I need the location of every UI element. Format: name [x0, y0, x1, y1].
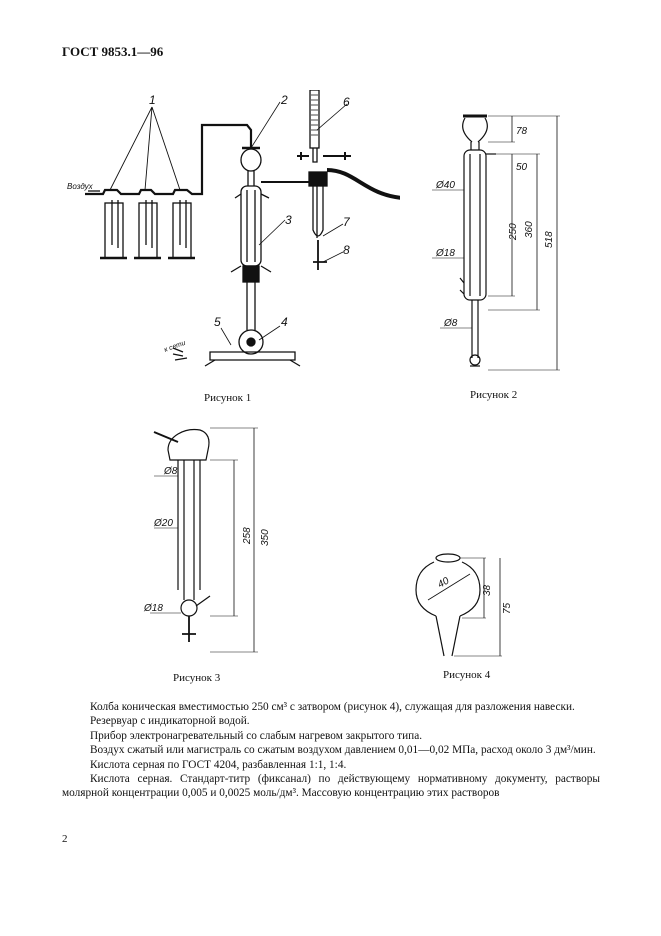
figure-2-dim-50: 50 [516, 162, 528, 173]
figure-3-dim-258: 258 [242, 527, 253, 545]
figure-2-dim-518: 518 [544, 231, 555, 248]
figure-2-dim-d18: Ø18 [435, 248, 455, 259]
figure-3-condenser: Ø8 Ø20 Ø18 258 350 [143, 427, 271, 653]
figure-1-label-6: 6 [343, 95, 350, 109]
page-number: 2 [62, 833, 68, 845]
figure-4-flask: 40 38 75 [415, 553, 513, 657]
figure-2-dim-d8: Ø8 [443, 318, 458, 329]
figure-4-dim-38: 38 [482, 584, 493, 596]
figure-1-label-7: 7 [343, 215, 351, 229]
body-text: Колба коническая вместимостью 250 см³ с … [62, 700, 600, 801]
figure-3-dim-d20: Ø20 [153, 518, 173, 529]
figure-4-dim-40: 40 [436, 575, 452, 590]
figure-1-apparatus: 1 2 3 4 5 6 7 8 Воздух к сети [67, 90, 400, 367]
paragraph: Кислота серная по ГОСТ 4204, разбавленна… [90, 758, 347, 771]
figure-1-label-2: 2 [280, 93, 288, 107]
figure-2-dim-360: 360 [524, 221, 535, 238]
figure-1-label-4: 4 [281, 315, 288, 329]
figure-3-dim-d8: Ø8 [163, 466, 178, 477]
figure-3-caption: Рисунок 3 [173, 672, 221, 684]
figure-4-caption: Рисунок 4 [443, 669, 491, 681]
figure-1-label-5: 5 [214, 315, 221, 329]
paragraph: Прибор электронагревательный со слабым н… [90, 729, 423, 742]
figure-2-dim-250: 250 [508, 223, 519, 241]
paragraph: Резервуар с индикаторной водой. [90, 715, 250, 728]
figure-2-caption: Рисунок 2 [470, 389, 518, 401]
figure-1-plate-label: к сети [163, 340, 186, 354]
paragraph: Колба коническая вместимостью 250 см³ с … [90, 701, 575, 713]
figure-4-dim-75: 75 [502, 602, 513, 614]
document-header: ГОСТ 9853.1—96 [62, 44, 164, 59]
figure-1-caption: Рисунок 1 [204, 392, 252, 404]
figure-1-inlet-label: Воздух [67, 182, 94, 191]
figure-2-dim-d40: Ø40 [435, 180, 455, 191]
paragraph: Воздух сжатый или магистраль со сжатым в… [90, 744, 596, 757]
figure-1-label-8: 8 [343, 243, 350, 257]
figure-1-label-3: 3 [285, 213, 292, 227]
figure-3-dim-d18: Ø18 [143, 603, 163, 614]
figure-2-dim-78: 78 [516, 126, 528, 137]
figure-1-label-1: 1 [149, 93, 156, 107]
figure-3-dim-350: 350 [260, 529, 271, 546]
figure-2-tube: 78 50 250 360 518 Ø40 Ø18 Ø8 [432, 114, 560, 371]
paragraph: Кислота серная. Стандарт-титр (фиксанал)… [62, 773, 600, 800]
